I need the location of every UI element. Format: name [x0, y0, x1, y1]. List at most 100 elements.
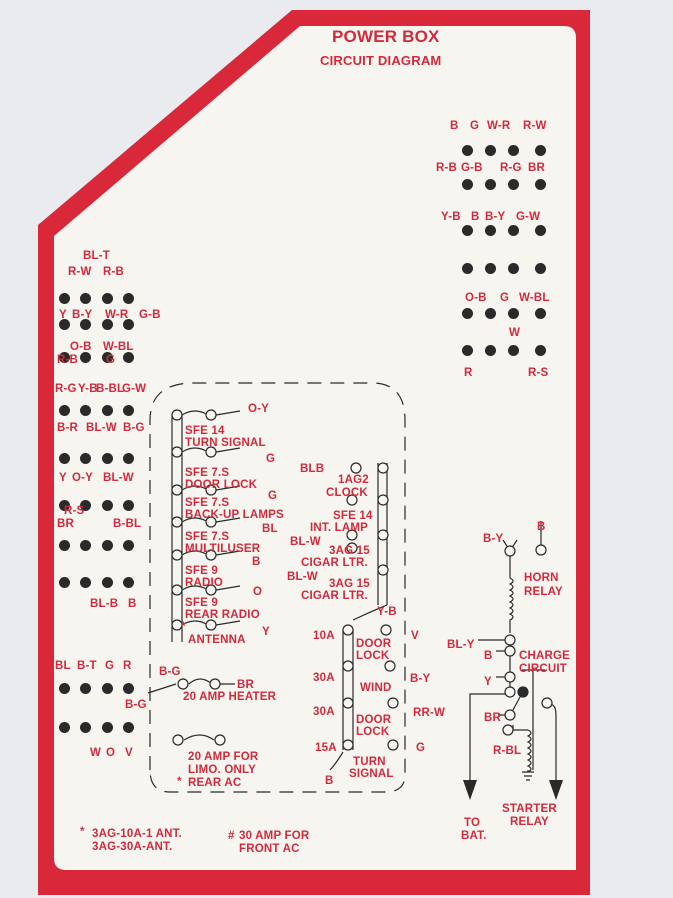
wire-label: R-G — [55, 383, 77, 395]
fuse-terminal — [205, 484, 217, 496]
wire-label: G-W — [122, 383, 147, 395]
connector-pin — [59, 293, 70, 304]
connector-pin — [462, 263, 473, 274]
connector-pin — [462, 225, 473, 236]
connector-pin — [59, 577, 70, 588]
fuse-name: CIGAR LTR. — [301, 590, 368, 602]
fuse-terminal — [205, 516, 217, 528]
wire-label: R-B — [103, 266, 125, 278]
connector-pin — [80, 540, 91, 551]
connector-pin — [485, 308, 496, 319]
relay-wire: B-Y — [483, 533, 504, 545]
wire-label: BR — [57, 518, 75, 530]
fuse-rating: SFE 9 — [185, 565, 218, 577]
fuse-rating: 3AG 15 — [329, 545, 370, 557]
wire-label: B-BL — [113, 518, 142, 530]
charge-circuit-label: CIRCUIT — [519, 663, 568, 675]
connector-pin — [102, 405, 113, 416]
page-title: POWER BOX — [332, 27, 440, 46]
connector-pin — [462, 345, 473, 356]
wire-label: G — [470, 120, 480, 132]
fuse-name: CLOCK — [326, 487, 368, 499]
connector-pin — [508, 225, 519, 236]
wire-label: Y-B — [78, 383, 98, 395]
fuse-terminal — [342, 624, 354, 636]
wire-label: R-B — [57, 354, 79, 366]
wire-label: B-R — [57, 422, 79, 434]
connector-pin — [485, 179, 496, 190]
wire-label: B — [450, 120, 459, 132]
fuse-name: ANTENNA — [188, 634, 246, 646]
fuse-terminal — [205, 446, 217, 458]
connector-pin — [123, 540, 134, 551]
fuse-terminal — [205, 619, 217, 631]
connector-pin — [123, 500, 134, 511]
breaker-wire: V — [411, 630, 419, 642]
wire-label: G — [500, 292, 510, 304]
wire-label: Y — [59, 309, 67, 321]
relay-wire: R-BL — [493, 745, 522, 757]
connector-pin — [59, 319, 70, 330]
fuse-rating: SFE 7.S — [185, 497, 230, 509]
fuse-terminal — [384, 660, 396, 672]
wire-label: R-S — [528, 367, 549, 379]
breaker-name: DOOR — [356, 638, 392, 650]
wire-label: G — [106, 354, 116, 366]
connector-pin — [508, 345, 519, 356]
fuse-rating: SFE 7.S — [185, 467, 230, 479]
wire-label: B-BL — [96, 383, 125, 395]
connector-pin — [123, 293, 134, 304]
connector-pin — [535, 308, 546, 319]
charge-circuit-label: CHARGE — [519, 650, 571, 662]
fuse-terminal — [350, 462, 362, 474]
fuse-rating: SFE 14 — [333, 510, 373, 522]
fuse-name: TURN SIGNAL — [185, 437, 266, 449]
fuse-terminal — [342, 660, 354, 672]
connector-pin — [80, 319, 91, 330]
starter-relay-label: STARTER — [502, 803, 557, 815]
heater-left-wire: B-G — [125, 699, 147, 711]
fuse-terminal — [377, 564, 389, 576]
horn-relay-label: RELAY — [524, 586, 563, 598]
fuse-name: CIGAR LTR. — [301, 557, 368, 569]
connector-pin — [102, 500, 113, 511]
connector-pin — [508, 308, 519, 319]
wire-label: G — [105, 660, 115, 672]
connector-pin — [80, 683, 91, 694]
wire-label: B-Y — [72, 309, 93, 321]
wire-label: R — [464, 367, 473, 379]
fuse-terminal — [377, 494, 389, 506]
fuse-rating: 1AG2 — [338, 474, 369, 486]
connector-pin — [485, 263, 496, 274]
fuse-terminal — [346, 494, 358, 506]
horn-relay-label: HORN — [524, 572, 559, 584]
connector-pin — [508, 145, 519, 156]
wire-label: BL-T — [83, 250, 110, 262]
wire-label: B — [128, 598, 137, 610]
wire-label: W — [90, 747, 102, 759]
connector-pin — [535, 263, 546, 274]
fuse-terminal — [387, 697, 399, 709]
wire-label: R-G — [500, 162, 522, 174]
connector-pin — [535, 345, 546, 356]
connector-pin — [123, 453, 134, 464]
asterisk-mark: * — [177, 776, 182, 788]
fuse-terminal — [342, 697, 354, 709]
breaker-wire: G — [416, 742, 426, 754]
fuse-wire-label: BL-W — [290, 536, 321, 548]
wire-label: Y-B — [441, 211, 461, 223]
connector-pin — [485, 145, 496, 156]
wire-label: B — [471, 211, 480, 223]
connector-pin — [535, 179, 546, 190]
asterisk-mark: * — [181, 621, 186, 633]
connector-pin — [59, 352, 70, 363]
heater-label: 20 AMP HEATER — [183, 691, 277, 703]
wire-label: BL-B — [90, 598, 119, 610]
breaker-wire: B-Y — [410, 673, 431, 685]
breaker-name: DOOR — [356, 714, 392, 726]
relay-wire: B — [484, 650, 493, 662]
connector-pin — [102, 352, 113, 363]
breaker-name: WIND — [360, 682, 392, 694]
wire-label: W-BL — [519, 292, 550, 304]
